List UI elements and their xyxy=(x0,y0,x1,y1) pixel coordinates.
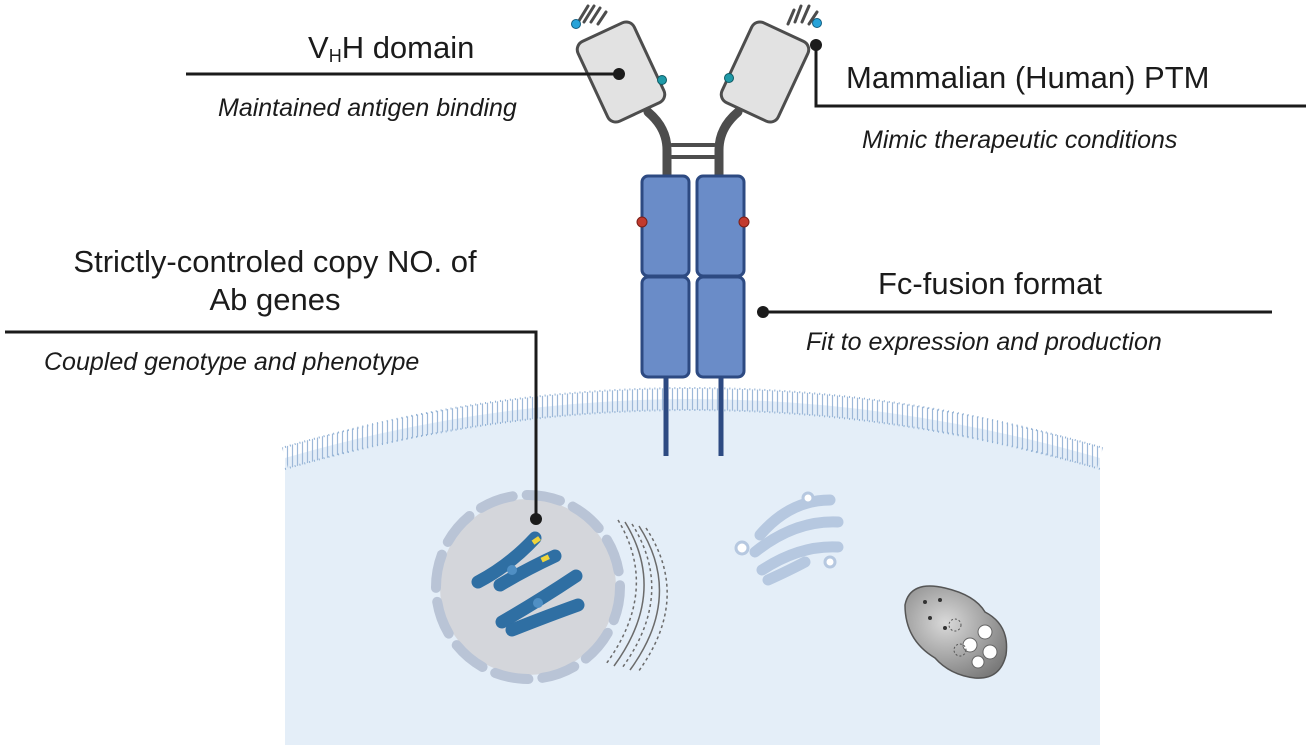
chromosome-icon xyxy=(471,531,585,637)
fc-fusion-subtitle: Fit to expression and production xyxy=(806,328,1162,356)
golgi-icon xyxy=(734,491,844,586)
vhh-domain-icon xyxy=(571,4,822,124)
copy-number-title-line2: Ab genes xyxy=(209,282,341,317)
copy-number-title: Strictly-controled copy NO. of Ab genes xyxy=(30,244,520,318)
copy-number-subtitle: Coupled genotype and phenotype xyxy=(44,348,420,376)
vhh-domain-title: VHH domain xyxy=(308,30,474,66)
transmembrane-stalk xyxy=(663,375,724,456)
hinge-region xyxy=(643,107,743,183)
lysosome-icon xyxy=(904,585,1008,679)
leader-lines xyxy=(5,45,1306,519)
ptm-subtitle: Mimic therapeutic conditions xyxy=(862,126,1178,154)
leader-dots xyxy=(530,39,822,525)
fc-fusion-title: Fc-fusion format xyxy=(878,266,1102,301)
endoplasmic-reticulum-icon xyxy=(605,519,668,673)
copy-number-title-line1: Strictly-controled copy NO. of xyxy=(73,244,477,279)
cell-membrane-icon xyxy=(281,387,1104,745)
ptm-title: Mammalian (Human) PTM xyxy=(846,60,1210,95)
fc-domain-icon xyxy=(640,174,746,379)
vhh-title-subscript: H xyxy=(328,46,342,66)
nucleus-icon xyxy=(431,490,625,684)
vhh-domain-subtitle: Maintained antigen binding xyxy=(218,94,517,122)
vhh-title-prefix: V xyxy=(308,30,329,65)
disulfide-marker xyxy=(636,216,648,228)
disulfide-marker xyxy=(738,216,750,228)
vhh-title-suffix: H domain xyxy=(341,30,475,65)
